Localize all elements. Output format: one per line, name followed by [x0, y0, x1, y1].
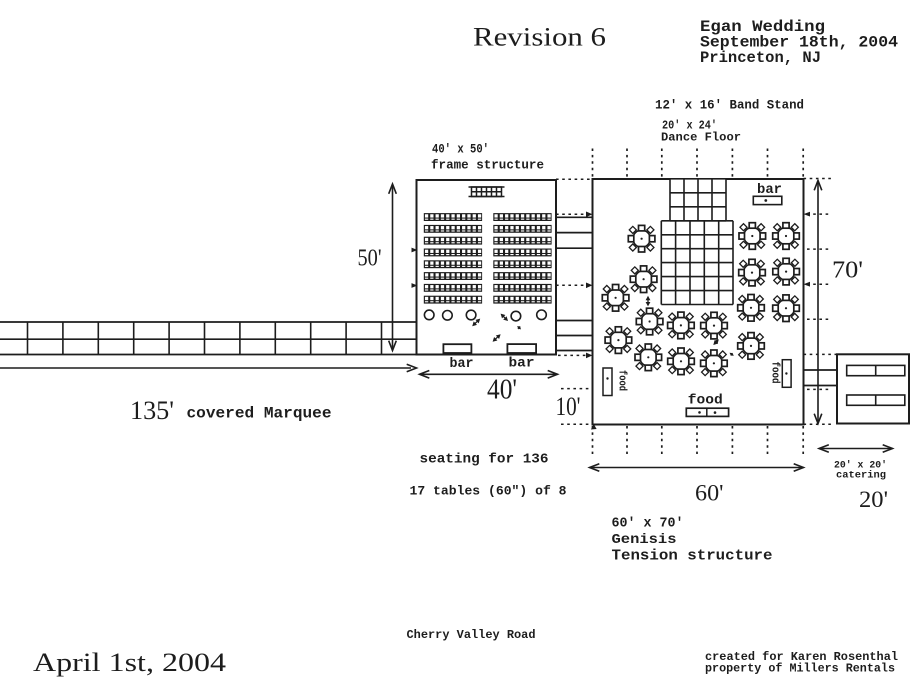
svg-text:40': 40'	[487, 375, 517, 406]
svg-text:bar: bar	[509, 357, 535, 372]
svg-text:property of Millers Rentals: property of Millers Rentals	[705, 663, 895, 676]
svg-text:September 18th, 2004: September 18th, 2004	[700, 34, 898, 52]
svg-text:50': 50'	[358, 246, 382, 272]
svg-text:17 tables (60") of 8: 17 tables (60") of 8	[410, 484, 567, 499]
svg-text:12' x 16' Band Stand: 12' x 16' Band Stand	[655, 99, 804, 113]
svg-text:Genisis: Genisis	[612, 532, 677, 548]
svg-text:bar: bar	[757, 183, 782, 198]
svg-text:70': 70'	[832, 257, 863, 284]
svg-text:Revision 6: Revision 6	[473, 23, 606, 52]
svg-text:Egan Wedding: Egan Wedding	[700, 18, 825, 36]
svg-text:April 1st, 2004: April 1st, 2004	[33, 648, 226, 677]
svg-text:food: food	[616, 370, 628, 391]
svg-text:20': 20'	[859, 487, 888, 513]
svg-text:135': 135'	[130, 396, 174, 425]
svg-text:bar: bar	[450, 357, 474, 372]
svg-text:Cherry Valley Road: Cherry Valley Road	[407, 629, 536, 642]
svg-text:40' x 50': 40' x 50'	[432, 143, 489, 157]
svg-text:Princeton, NJ: Princeton, NJ	[700, 49, 821, 67]
svg-text:Dance Floor: Dance Floor	[661, 132, 741, 145]
svg-text:seating for 136: seating for 136	[420, 452, 549, 468]
svg-text:10': 10'	[556, 392, 581, 421]
svg-text:60': 60'	[695, 481, 724, 507]
svg-text:food: food	[688, 393, 723, 409]
svg-text:frame structure: frame structure	[431, 159, 544, 173]
svg-text:20' x 24': 20' x 24'	[662, 120, 717, 133]
svg-text:60' x 70': 60' x 70'	[612, 516, 684, 532]
svg-text:Tension structure: Tension structure	[612, 549, 773, 565]
svg-text:food: food	[769, 362, 781, 384]
svg-text:covered Marquee: covered Marquee	[187, 405, 332, 423]
svg-text:20' x 20': 20' x 20'	[834, 460, 887, 472]
svg-text:created for Karen Rosenthal: created for Karen Rosenthal	[705, 651, 898, 664]
svg-text:catering: catering	[836, 470, 886, 482]
